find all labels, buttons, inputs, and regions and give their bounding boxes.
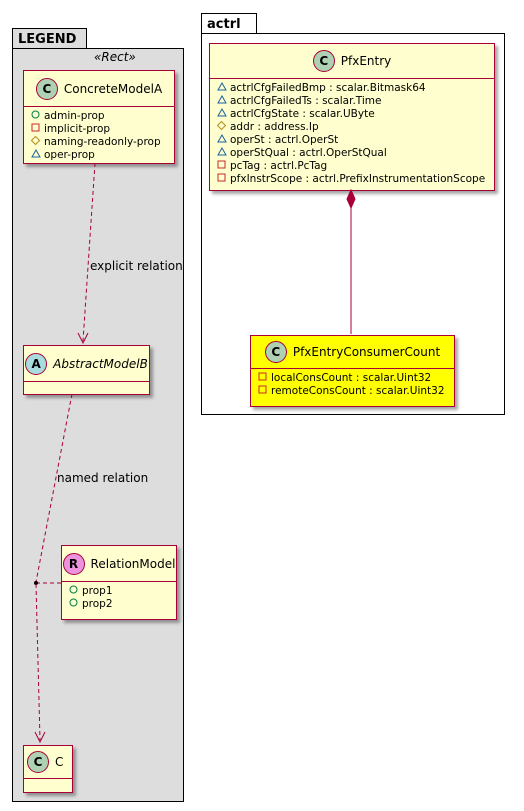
- attribute-row: operStQual : actrl.OperStQual: [216, 146, 488, 160]
- square-icon: [216, 173, 227, 186]
- attribute-text: localConsCount : scalar.Uint32: [271, 372, 432, 384]
- attribute-row: admin-prop: [30, 110, 168, 123]
- class-name: RelationModel: [90, 556, 176, 571]
- named-relation-label: named relation: [57, 471, 149, 485]
- diamond-icon: [216, 120, 227, 134]
- attribute-row: actrlCfgFailedBmp : scalar.Bitmask64: [216, 81, 488, 95]
- attribute-row: oper-prop: [30, 148, 168, 162]
- circle-plus-icon: [68, 598, 79, 611]
- triangle-icon: [216, 146, 227, 160]
- attribute-row: prop1: [68, 585, 170, 598]
- attribute-text: pcTag : actrl.PcTag: [230, 160, 328, 172]
- class-c[interactable]: C C: [23, 745, 73, 793]
- class-badge-icon: C: [35, 77, 58, 100]
- relation-badge-icon: R: [62, 552, 85, 575]
- class-badge-icon: C: [264, 341, 287, 363]
- circle-plus-icon: [68, 585, 79, 598]
- class-name: C: [55, 755, 64, 769]
- class-pfx-entry-consumer-count[interactable]: C PfxEntryConsumerCount localConsCount :…: [250, 335, 455, 407]
- attribute-text: prop1: [82, 585, 113, 597]
- attribute-text: implicit-prop: [44, 123, 111, 135]
- attribute-row: actrlCfgFailedTs : scalar.Time: [216, 94, 488, 108]
- class-badge-icon: C: [27, 751, 49, 773]
- class-name: PfxEntry: [340, 54, 392, 68]
- triangle-icon: [216, 107, 227, 121]
- attribute-text: prop2: [82, 598, 113, 610]
- explicit-relation-label: explicit relation: [90, 259, 183, 273]
- attribute-row: localConsCount : scalar.Uint32: [257, 372, 448, 385]
- triangle-icon: [216, 133, 227, 147]
- class-badge-icon: C: [312, 50, 335, 72]
- legend-stereotype: «Rect»: [94, 50, 136, 64]
- attribute-text: actrlCfgFailedBmp : scalar.Bitmask64: [230, 82, 426, 94]
- attribute-row: prop2: [68, 598, 170, 611]
- square-icon: [257, 385, 268, 398]
- attribute-row: remoteConsCount : scalar.Uint32: [257, 385, 448, 398]
- class-name: AbstractModelB: [53, 356, 148, 371]
- attribute-row: naming-readonly-prop: [30, 135, 168, 149]
- circle-plus-icon: [30, 110, 41, 123]
- triangle-icon: [30, 148, 41, 162]
- attribute-text: operStQual : actrl.OperStQual: [230, 147, 387, 159]
- diamond-icon: [30, 135, 41, 149]
- attribute-row: implicit-prop: [30, 123, 168, 136]
- attribute-row: pcTag : actrl.PcTag: [216, 160, 488, 173]
- attribute-row: actrlCfgState : scalar.UByte: [216, 107, 488, 121]
- class-name: PfxEntryConsumerCount: [292, 345, 441, 359]
- legend-title: LEGEND: [18, 32, 77, 47]
- legend-package-tab: LEGEND: [12, 28, 87, 49]
- class-abstract-model-b[interactable]: A AbstractModelB: [23, 345, 150, 395]
- attribute-row: operSt : actrl.OperSt: [216, 133, 488, 147]
- triangle-icon: [216, 81, 227, 95]
- square-icon: [216, 160, 227, 173]
- attribute-text: operSt : actrl.OperSt: [230, 134, 339, 146]
- attribute-text: actrlCfgState : scalar.UByte: [230, 108, 375, 120]
- square-icon: [30, 123, 41, 136]
- square-icon: [257, 372, 268, 385]
- attribute-text: admin-prop: [44, 110, 105, 122]
- attribute-text: naming-readonly-prop: [44, 136, 161, 148]
- triangle-icon: [216, 94, 227, 108]
- actrl-package-tab: actrl: [201, 13, 257, 34]
- attribute-text: pfxInstrScope : actrl.PrefixInstrumentat…: [230, 173, 486, 185]
- abstract-badge-icon: A: [25, 352, 48, 375]
- attribute-row: addr : address.Ip: [216, 120, 488, 134]
- attribute-text: remoteConsCount : scalar.Uint32: [271, 385, 445, 397]
- attribute-row: pfxInstrScope : actrl.PrefixInstrumentat…: [216, 173, 488, 186]
- actrl-title: actrl: [207, 17, 241, 32]
- attribute-text: actrlCfgFailedTs : scalar.Time: [230, 95, 382, 107]
- class-name: ConcreteModelA: [63, 81, 163, 96]
- attribute-text: oper-prop: [44, 149, 95, 161]
- class-pfx-entry[interactable]: C PfxEntry actrlCfgFailedBmp : scalar.Bi…: [209, 43, 495, 191]
- attribute-text: addr : address.Ip: [230, 121, 319, 133]
